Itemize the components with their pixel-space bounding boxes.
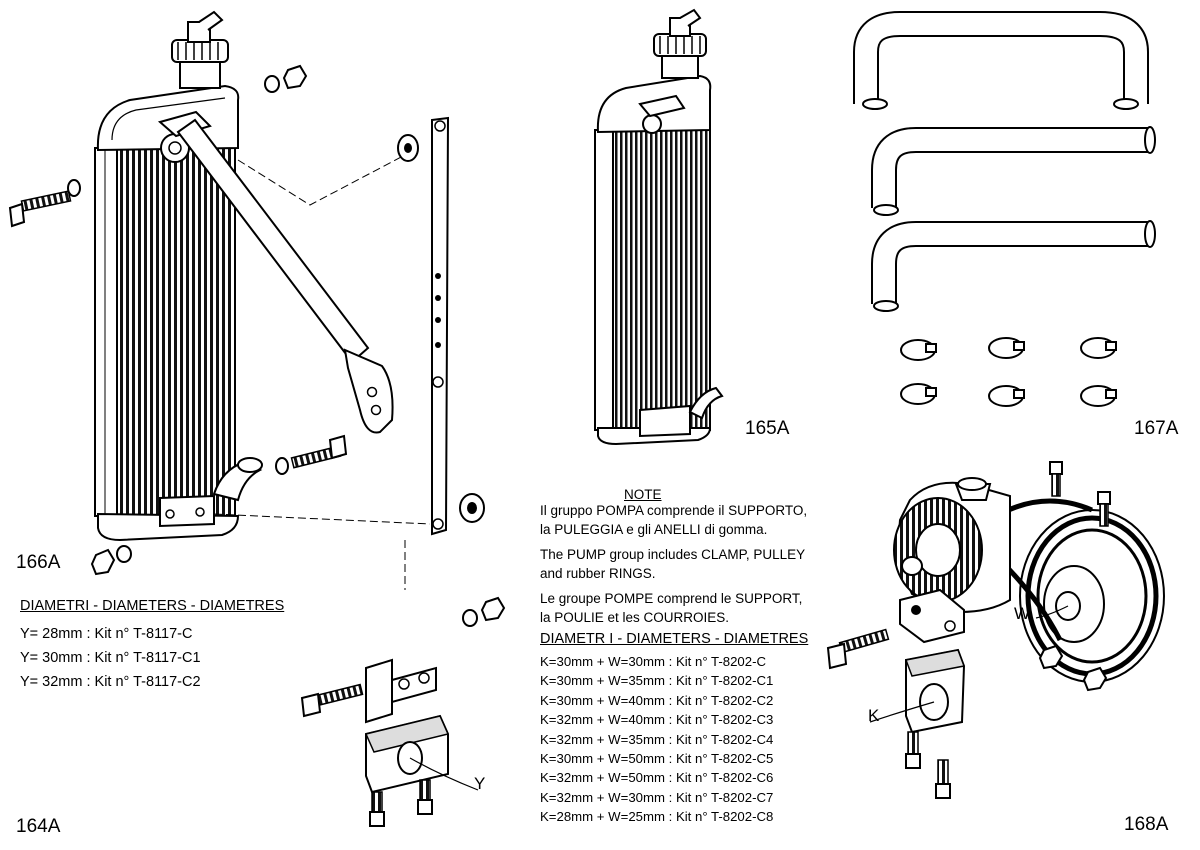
note-title: NOTE <box>624 487 662 502</box>
figure-label-166a: 166A <box>16 552 61 573</box>
pump-kit-item: K=30mm + W=30mm : Kit n° T-8202-C <box>540 654 767 669</box>
radiator-core-165a <box>594 129 711 431</box>
note-english-line-1: The PUMP group includes CLAMP, PULLEY <box>540 547 806 562</box>
water-pump-168a <box>826 461 1165 799</box>
radiator-166a <box>8 10 485 590</box>
pump-kit-item: K=28mm + W=25mm : Kit n° T-8202-C8 <box>540 809 774 825</box>
callout-k: K <box>868 706 880 725</box>
hose-clip <box>900 337 1117 407</box>
radiator-stay-bar <box>176 118 370 364</box>
figure-label-168a: 168A <box>1124 814 1169 835</box>
hose-kit-167a <box>853 11 1156 407</box>
mounting-strap <box>431 116 450 536</box>
radiator-side-tank <box>94 147 118 517</box>
bolt-166a-top <box>8 179 81 228</box>
rubber-grommet-bottom <box>459 493 485 523</box>
radiator-165a <box>594 8 724 446</box>
clamp-kits-heading: DIAMETRI - DIAMETERS - DIAMETRES <box>20 598 285 614</box>
callout-w: W <box>1014 604 1031 623</box>
pump-kit-item: K=32mm + W=35mm : Kit n° T-8202-C4 <box>540 731 774 747</box>
note-french-line-1: Le groupe POMPE comprend le SUPPORT, <box>540 591 803 606</box>
note-english-line-2: and rubber RINGS. <box>540 566 656 581</box>
pump-kit-item: K=32mm + W=40mm : Kit n° T-8202-C3 <box>540 712 774 728</box>
pump-kits-heading: DIAMETR I - DIAMETERS - DIAMETRES <box>540 631 809 647</box>
rubber-grommet-top <box>397 134 419 162</box>
note-french-line-2: la POULIE et les COURROIES. <box>540 610 730 625</box>
pump-kit-item: K=30mm + W=40mm : Kit n° T-8202-C2 <box>540 692 774 708</box>
pump-kit-item: K=30mm + W=50mm : Kit n° T-8202-C5 <box>540 750 774 766</box>
u-hose <box>853 11 1149 104</box>
figure-label-164a: 164A <box>16 816 61 837</box>
note-italian-line-2: la PULEGGIA e gli ANELLI di gomma. <box>540 522 768 537</box>
callout-y: Y <box>474 774 486 793</box>
pump-kit-item: K=30mm + W=35mm : Kit n° T-8202-C1 <box>540 673 774 689</box>
clamp-kit-item: Y= 30mm : Kit n° T-8117-C1 <box>20 650 201 666</box>
mounting-strap-164a <box>300 116 506 827</box>
clamp-kits-list: Y= 28mm : Kit n° T-8117-C Y= 30mm : Kit … <box>20 622 201 694</box>
filler-cap <box>171 39 229 63</box>
figure-label-165a: 165A <box>745 418 790 439</box>
pump-kits-list: K=30mm + W=30mm : Kit n° T-8202-C K=30mm… <box>540 652 773 827</box>
clamp-kit-item: Y= 28mm : Kit n° T-8117-C <box>20 626 193 642</box>
figure-label-167a: 167A <box>1134 418 1179 439</box>
radiator-core <box>94 147 236 517</box>
pump-kit-item: K=32mm + W=50mm : Kit n° T-8202-C6 <box>540 770 774 786</box>
clamp-kit-item: Y= 32mm : Kit n° T-8117-C2 <box>20 674 201 690</box>
pump-kit-item: K=32mm + W=30mm : Kit n° T-8202-C7 <box>540 789 774 805</box>
note-italian-line-1: Il gruppo POMPA comprende il SUPPORTO, <box>540 503 808 518</box>
